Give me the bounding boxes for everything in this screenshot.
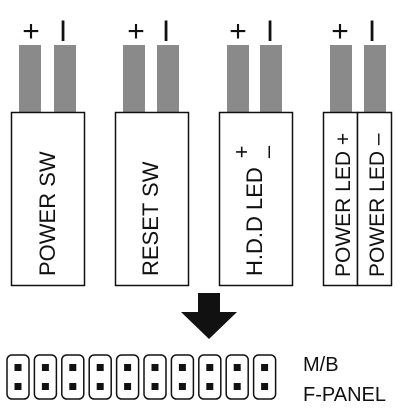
- header-pin: [151, 364, 159, 371]
- header-pin: [151, 383, 159, 390]
- pin-plus-label: +: [22, 15, 40, 48]
- header-pin: [41, 383, 49, 390]
- connector-power-led: + I POWER LED + POWER LED –: [322, 15, 393, 287]
- header-pin: [14, 383, 22, 390]
- header-pin: [178, 364, 186, 371]
- pin-minus-label: I: [59, 15, 67, 48]
- header-pin: [206, 364, 214, 371]
- wire: [157, 45, 179, 113]
- header-pin-cell: [225, 354, 249, 400]
- wire: [364, 45, 386, 113]
- header-pin: [69, 383, 77, 390]
- pin-plus-label: +: [229, 15, 247, 48]
- header-pin: [69, 364, 77, 371]
- header-pin: [41, 364, 49, 371]
- header-pin: [233, 383, 241, 390]
- connector-housing: [10, 111, 86, 287]
- header-pin: [261, 364, 269, 371]
- pin-plus-label: +: [331, 15, 349, 48]
- header-pin: [96, 383, 104, 390]
- polarity-plus-label: +: [229, 146, 254, 159]
- header-label-fpanel: F-PANEL: [303, 384, 386, 406]
- connector-reset-sw: + I RESET SW: [114, 15, 190, 287]
- header-pin: [261, 383, 269, 390]
- connector-housing: [114, 111, 190, 287]
- header-pin: [233, 364, 241, 371]
- header-pin: [14, 364, 22, 371]
- connector-label: H.D.D LED: [242, 167, 267, 276]
- polarity-minus-label: –: [255, 145, 280, 158]
- wire: [330, 45, 352, 113]
- wire: [54, 45, 76, 113]
- header-pin: [206, 383, 214, 390]
- pin-minus-label: I: [266, 15, 274, 48]
- connector-power-sw: + I POWER SW: [10, 15, 86, 287]
- header-pin-cell: [88, 354, 112, 400]
- header-pin-cell: [6, 354, 30, 400]
- header-pin: [96, 364, 104, 371]
- header-pin-cell: [170, 354, 195, 400]
- header-pin: [124, 364, 132, 371]
- header-pin-cell: [61, 354, 85, 400]
- pin-plus-label: +: [127, 15, 145, 48]
- header-pin: [124, 383, 132, 390]
- header-pin: [178, 383, 186, 390]
- header-label-mb: M/B: [303, 354, 339, 376]
- wire: [123, 45, 145, 113]
- pin-minus-label: I: [368, 15, 376, 48]
- header-pin-cell: [115, 354, 140, 400]
- connector-housing: [218, 111, 294, 287]
- wire: [260, 45, 282, 113]
- wire: [227, 45, 249, 113]
- connector-label: POWER SW: [35, 151, 60, 276]
- header-pin-cell: [33, 354, 58, 400]
- pin-minus-label: I: [162, 15, 170, 48]
- header-pin-cell: [143, 354, 167, 400]
- arrow-down-icon: [181, 293, 237, 339]
- header-pin-cell: [252, 354, 277, 400]
- connector-label: RESET SW: [138, 161, 163, 276]
- connector-housing: [356, 111, 393, 287]
- header-pin-cell: [198, 354, 222, 400]
- front-panel-header: [6, 354, 277, 400]
- connector-label-positive: POWER LED +: [332, 133, 355, 277]
- wire: [19, 45, 41, 113]
- connector-label-negative: POWER LED –: [366, 133, 389, 277]
- connector-hdd-led: + I H.D.D LED + –: [218, 15, 294, 287]
